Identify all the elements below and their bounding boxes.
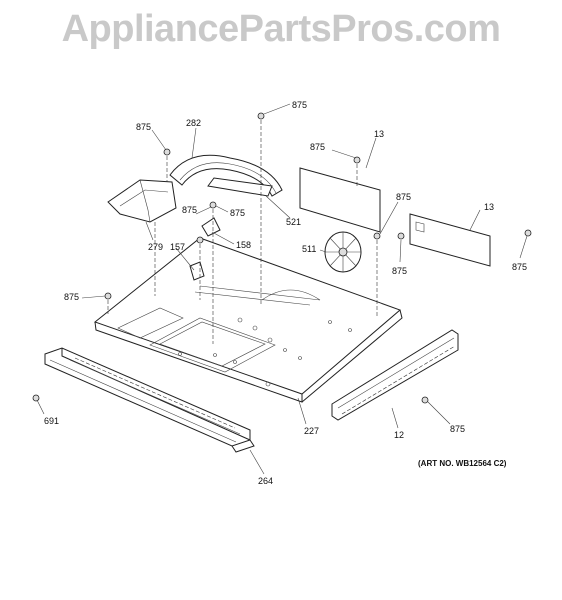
label-227: 227 (304, 426, 319, 436)
bracket-521 (207, 177, 273, 197)
watermark: AppliancePartsPros.com (61, 8, 501, 50)
label-282: 282 (186, 118, 201, 128)
assembly-lines (107, 120, 378, 344)
label-13-b: 13 (484, 202, 494, 212)
callout-labels: 875 875 282 13 875 875 875 875 521 279 1… (44, 100, 527, 486)
side-rail-12 (331, 329, 459, 421)
label-875-b: 875 (310, 142, 325, 152)
art-number: (ART NO. WB12564 C2) (418, 459, 507, 468)
cover-13-a (299, 167, 381, 233)
label-279: 279 (148, 242, 163, 252)
label-691: 691 (44, 416, 59, 426)
label-12: 12 (394, 430, 404, 440)
label-13-a: 13 (374, 129, 384, 139)
label-511: 511 (302, 244, 316, 254)
label-875-g: 875 (512, 262, 527, 272)
label-875-d: 875 (182, 205, 197, 215)
label-521: 521 (286, 217, 301, 227)
label-264: 264 (258, 476, 273, 486)
label-157: 157 (170, 242, 185, 252)
base-pan-227 (93, 237, 403, 403)
fan-511 (324, 231, 362, 273)
label-875-f: 875 (392, 266, 407, 276)
duct-282 (169, 154, 283, 197)
cover-13-b (409, 213, 491, 267)
label-875-a: 875 (136, 122, 151, 132)
label-875-i: 875 (450, 424, 465, 434)
shroud-279 (107, 179, 177, 223)
label-875-e: 875 (230, 208, 245, 218)
leader-lines (36, 103, 528, 475)
front-trim-264 (44, 347, 255, 453)
bracket-157 (189, 261, 205, 281)
bracket-158 (201, 217, 221, 237)
label-875-c: 875 (396, 192, 411, 202)
label-158: 158 (236, 240, 251, 250)
label-875-top: 875 (292, 100, 307, 110)
label-875-h: 875 (64, 292, 79, 302)
screws (32, 112, 532, 404)
